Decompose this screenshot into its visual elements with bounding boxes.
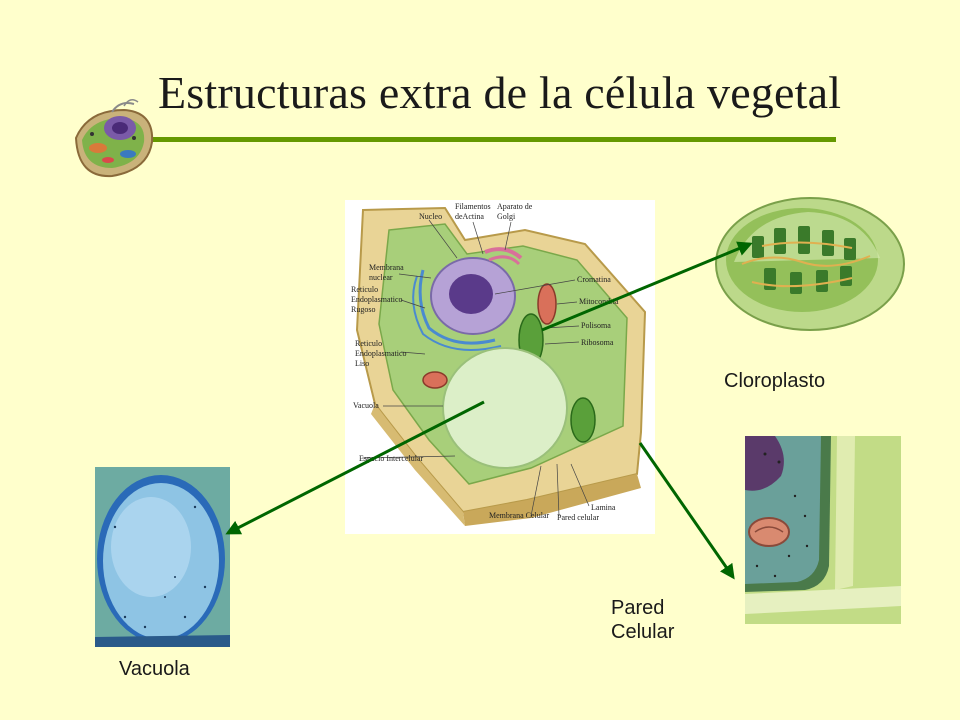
plant-cell-diagram: Nucleo Filamentos deActina Aparato de Go… <box>345 200 655 534</box>
caption-chloroplast: Cloroplasto <box>724 370 826 392</box>
label-filamentos: Filamentos <box>455 202 491 211</box>
label-lamina: Lamina <box>591 503 616 512</box>
label-golgi: Golgi <box>497 212 516 221</box>
label-nuclear: nuclear <box>369 273 393 282</box>
label-vacuola-diagram: Vacuola <box>353 401 379 410</box>
label-reticulo-liso-2: Endoplasmatico <box>355 349 407 358</box>
label-reticulo-liso-1: Reticulo <box>355 339 382 348</box>
label-espacio-intercelular: Espacio Intercelular <box>359 454 424 463</box>
label-reticulo-rugoso-2: Endoplasmatico <box>351 295 403 304</box>
slide-title: Estructuras extra de la célula vegetal <box>158 67 842 118</box>
label-membrana-celular: Membrana Celular <box>489 511 550 520</box>
label-cromatina: Cromatina <box>577 275 611 284</box>
caption-vacuole: Vacuola <box>119 658 190 680</box>
label-reticulo-rugoso-1: Reticulo <box>351 285 378 294</box>
caption-cell-wall: Pared Celular <box>611 596 674 644</box>
title-underline <box>150 137 836 142</box>
label-pared-celular: Pared celular <box>557 513 599 522</box>
label-reticulo-rugoso-3: Rugoso <box>351 305 375 314</box>
label-reticulo-liso-3: Liso <box>355 359 369 368</box>
label-de-actina: deActina <box>455 212 484 221</box>
cell-wall-image <box>745 436 901 624</box>
vacuole-image <box>95 467 230 647</box>
label-nucleo: Nucleo <box>419 212 442 221</box>
cell-logo-icon <box>68 98 168 190</box>
caption-cell-wall-line1: Pared <box>611 597 665 619</box>
label-aparato-de: Aparato de <box>497 202 533 211</box>
label-ribosoma: Ribosoma <box>581 338 614 347</box>
chloroplast-image <box>712 192 908 336</box>
label-mitocondria: Mitocondria <box>579 297 619 306</box>
label-polisoma: Polisoma <box>581 321 611 330</box>
caption-cell-wall-line2: Celular <box>611 621 675 643</box>
label-membrana: Membrana <box>369 263 404 272</box>
